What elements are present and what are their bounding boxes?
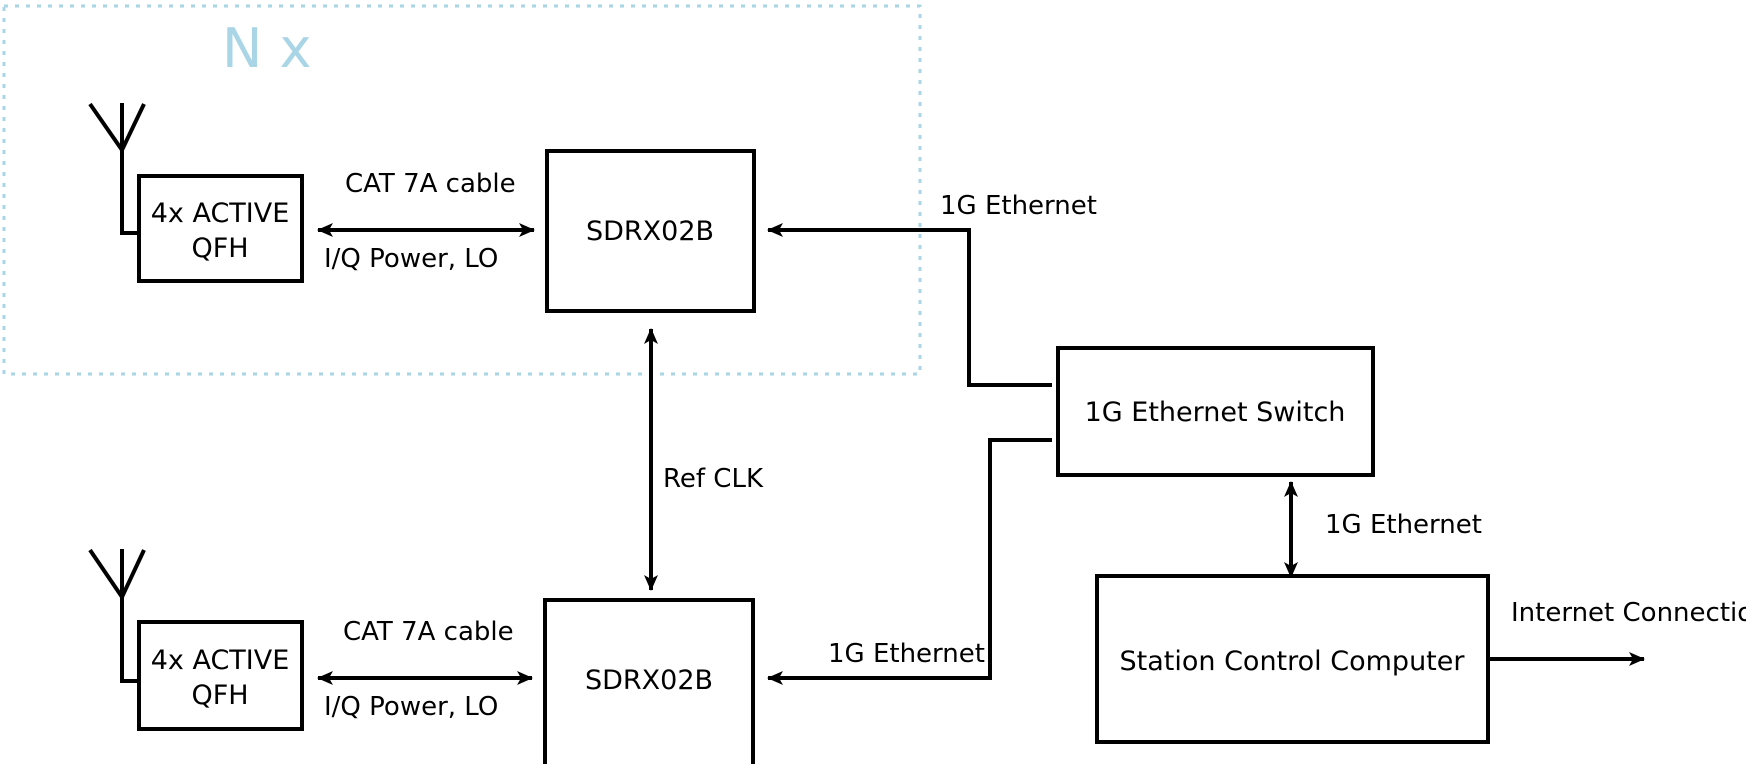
wire-eth-top-switch-to-sdr-top <box>767 223 1052 387</box>
block-qfh-bottom-label-line2: QFH <box>191 680 248 711</box>
replicated-chain-group-frame <box>2 4 922 376</box>
block-ethernet-switch[interactable] <box>1056 346 1375 477</box>
block-qfh-top[interactable] <box>137 174 304 283</box>
edge-label-eth-computer: 1G Ethernet <box>1325 510 1482 540</box>
edge-label-iq-power-lo-bottom: I/Q Power, LO <box>324 692 498 722</box>
block-sdr-top-label: SDRX02B <box>586 216 714 247</box>
block-sdr-bottom[interactable] <box>543 598 755 764</box>
wire-eth-bottom-switch-to-sdr-bottom <box>767 438 1052 685</box>
qfh-antenna-bottom-icon <box>88 548 146 683</box>
block-qfh-bottom-label-line1: 4x ACTIVE <box>151 645 290 676</box>
qfh-antenna-top-icon <box>88 102 146 235</box>
block-station-control-computer-label: Station Control Computer <box>1120 646 1466 677</box>
block-sdr-top[interactable] <box>545 149 756 313</box>
edge-label-eth-bottom: 1G Ethernet <box>828 639 985 669</box>
edge-label-ref-clk: Ref CLK <box>663 464 764 494</box>
group-label-nx: N x <box>222 17 312 80</box>
edge-label-eth-top: 1G Ethernet <box>940 191 1097 221</box>
block-sdr-bottom-label: SDRX02B <box>585 665 713 696</box>
edge-label-cat7a-bottom: CAT 7A cable <box>343 617 514 647</box>
edge-label-cat7a-top: CAT 7A cable <box>345 169 516 199</box>
block-qfh-top-label-line1: 4x ACTIVE <box>151 198 290 229</box>
block-ethernet-switch-label: 1G Ethernet Switch <box>1085 397 1346 428</box>
edge-label-internet-connection: Internet Connection <box>1511 598 1746 628</box>
block-qfh-top-label-line2: QFH <box>191 233 248 264</box>
edge-label-iq-power-lo-top: I/Q Power, LO <box>324 244 498 274</box>
block-qfh-bottom[interactable] <box>137 620 304 731</box>
